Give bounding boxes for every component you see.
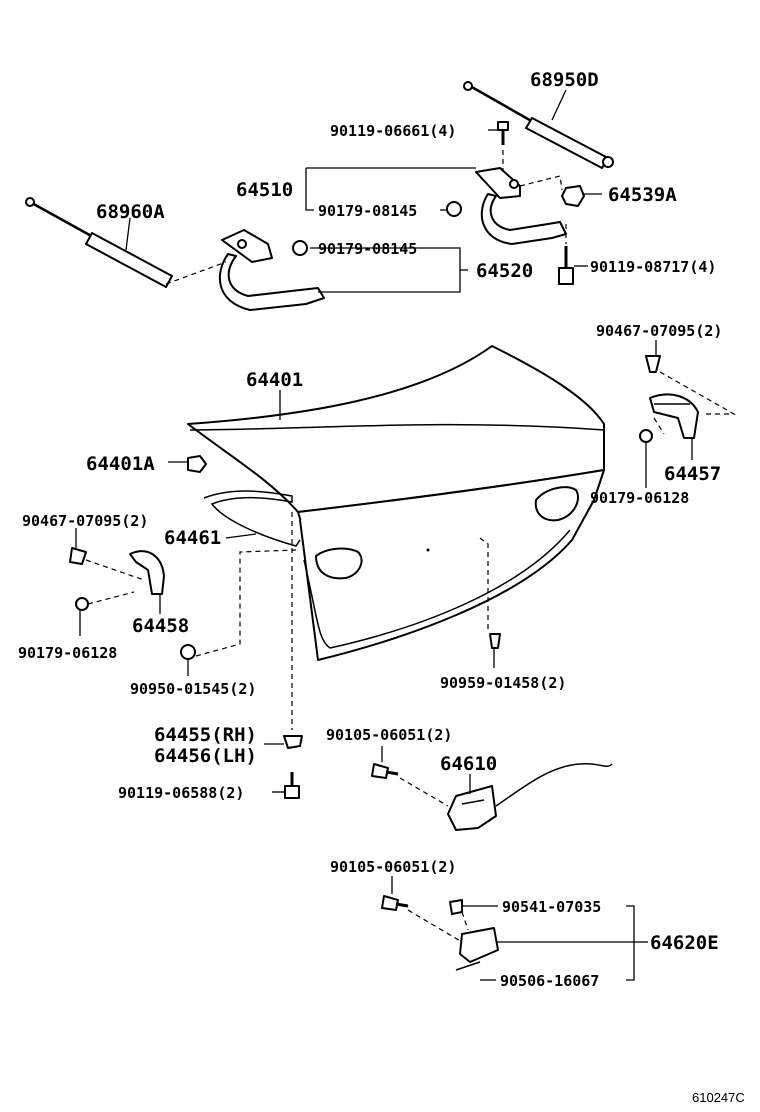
label-90506-16067: 90506-16067 <box>500 972 599 990</box>
hinge-64520 <box>218 229 325 311</box>
label-64510: 64510 <box>236 179 293 201</box>
label-64539A: 64539A <box>608 184 677 206</box>
label-90950-01545: 90950-01545(2) <box>130 680 256 698</box>
nut-90179-08145-b <box>292 240 308 256</box>
hinge-64510 <box>475 167 567 245</box>
label-64455: 64455(RH) <box>154 724 257 746</box>
lock-64610 <box>447 762 613 831</box>
label-90179-06128-r: 90179-06128 <box>590 489 689 507</box>
label-64520: 64520 <box>476 260 533 282</box>
label-64456: 64456(LH) <box>154 745 257 767</box>
clip-90467-07095-r <box>645 355 661 373</box>
label-90467-07095-l: 90467-07095(2) <box>22 512 148 530</box>
weatherstrip-64461 <box>203 490 301 547</box>
damper-68960A <box>25 197 173 288</box>
label-90179-08145-b: 90179-08145 <box>318 240 417 258</box>
label-90179-08145-a: 90179-08145 <box>318 202 417 220</box>
diagram-reference-code: 610247C <box>692 1090 745 1105</box>
bumper-64455-64456 <box>283 735 303 749</box>
striker-64620E <box>455 927 499 971</box>
leader-lines <box>75 89 693 981</box>
trunk-lid-64401 <box>187 345 605 661</box>
cushion-64539A <box>561 185 585 207</box>
damper-68950D <box>463 81 614 169</box>
label-90119-06588: 90119-06588(2) <box>118 784 244 802</box>
label-64620E: 64620E <box>650 932 719 954</box>
label-90119-08717: 90119-08717(4) <box>590 258 716 276</box>
label-90541-07035: 90541-07035 <box>502 898 601 916</box>
bolt-90105-06051-b <box>381 895 409 911</box>
bolt-90105-06051-a <box>371 763 399 779</box>
pad-64458 <box>129 550 165 595</box>
bolt-90119-08717 <box>558 246 574 285</box>
bolt-90119-06661 <box>497 121 509 145</box>
label-90119-06661: 90119-06661(4) <box>330 122 456 140</box>
label-64457: 64457 <box>664 463 721 485</box>
bolt-90119-06588 <box>284 772 300 799</box>
screw-90541-07035 <box>449 899 463 915</box>
stopper-64401A <box>187 455 207 473</box>
label-90959-01458: 90959-01458(2) <box>440 674 566 692</box>
label-64401: 64401 <box>246 369 303 391</box>
nut-90179-08145-a <box>446 201 462 217</box>
label-90467-07095-r: 90467-07095(2) <box>596 322 722 340</box>
label-90105-06051-b: 90105-06051(2) <box>330 858 456 876</box>
nut-90179-06128-r <box>639 429 653 443</box>
label-64401A: 64401A <box>86 453 155 475</box>
label-64461: 64461 <box>164 527 221 549</box>
clip-90959-01458 <box>489 633 501 649</box>
label-68960A: 68960A <box>96 201 165 223</box>
label-68950D: 68950D <box>530 69 599 91</box>
nut-90179-06128-l <box>75 597 89 611</box>
clip-90467-07095-l <box>69 547 87 565</box>
plug-90950-01545 <box>180 644 196 660</box>
label-64610: 64610 <box>440 753 497 775</box>
pad-64457 <box>649 393 699 439</box>
label-90179-06128-l: 90179-06128 <box>18 644 117 662</box>
label-64458: 64458 <box>132 615 189 637</box>
label-90105-06051-a: 90105-06051(2) <box>326 726 452 744</box>
